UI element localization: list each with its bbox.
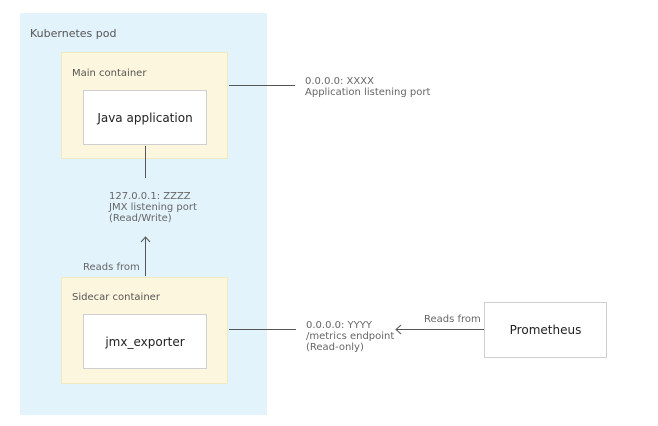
pod-label: Kubernetes pod — [30, 27, 117, 40]
metrics-path: /metrics endpoint — [306, 331, 395, 342]
app-port-note: 0.0.0.0: XXXX Application listening port — [305, 76, 430, 98]
jmx-port-note: 127.0.0.1: ZZZZ JMX listening port (Read… — [109, 191, 197, 224]
jmx-exporter-label: jmx_exporter — [105, 334, 185, 349]
metrics-access: (Read-only) — [306, 342, 364, 353]
prometheus-box: Prometheus — [484, 302, 607, 358]
app-port-address: 0.0.0.0: XXXX — [305, 76, 374, 87]
metrics-address: 0.0.0.0: YYYY — [306, 320, 372, 331]
main-container-label: Main container — [72, 68, 147, 79]
jmx-port-description: JMX listening port — [109, 202, 197, 213]
prometheus-reads-from-arrowhead — [395, 324, 402, 335]
prometheus-reads-from-label: Reads from — [424, 314, 481, 325]
sidecar-reads-from-label: Reads from — [83, 262, 140, 273]
jmx-exporter-box: jmx_exporter — [83, 314, 207, 369]
app-port-description: Application listening port — [305, 87, 431, 98]
java-application-box: Java application — [83, 90, 207, 145]
sidecar-container-label: Sidecar container — [72, 292, 160, 303]
metrics-endpoint-note: 0.0.0.0: YYYY /metrics endpoint (Read-on… — [306, 320, 394, 353]
jmx-port-access: (Read/Write) — [109, 213, 172, 224]
sidecar-reads-from-arrowhead — [140, 236, 151, 243]
prometheus-label: Prometheus — [509, 323, 582, 337]
jmx-port-address: 127.0.0.1: ZZZZ — [109, 191, 191, 202]
java-application-label: Java application — [97, 110, 193, 125]
